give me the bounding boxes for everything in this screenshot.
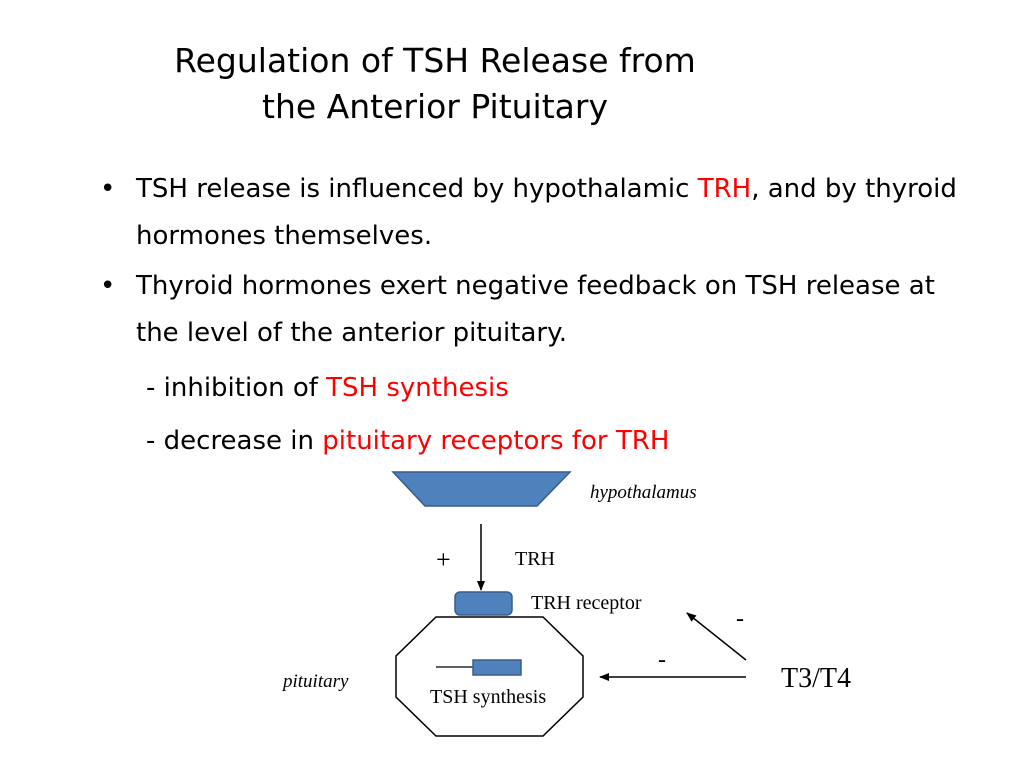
- sub-item-highlight-tsh-synthesis: TSH synthesis: [326, 373, 509, 403]
- bullet-highlight-trh: TRH: [697, 174, 752, 204]
- bullet-marker: •: [100, 174, 116, 204]
- bullet-item-trh-influence: • TSH release is influenced by hypothala…: [100, 166, 960, 260]
- minus-sign-upper: -: [736, 606, 744, 632]
- t3t4-label: T3/T4: [781, 663, 851, 694]
- hypothalamus-label: hypothalamus: [590, 482, 697, 503]
- slide-title: Regulation of TSH Release from the Anter…: [90, 38, 780, 130]
- tsh-synthesis-shape: [472, 659, 522, 676]
- sub-item-highlight-receptors: pituitary receptors for TRH: [322, 426, 670, 456]
- bullet-text-end: , and by thyroid hormones themselves.: [136, 174, 957, 251]
- minus-sign-lower: -: [658, 647, 666, 673]
- bullet-item-negative-feedback: • Thyroid hormones exert negative feedba…: [100, 263, 960, 357]
- sub-item-decrease: - decrease in pituitary receptors for TR…: [100, 421, 960, 461]
- feedback-arrow-to-receptor: [686, 612, 747, 661]
- hypothalamus-shape: [391, 471, 572, 507]
- trh-receptor-label: TRH receptor: [531, 592, 642, 614]
- sub-item-prefix: - inhibition of: [146, 373, 327, 403]
- bullet-list: • TSH release is influenced by hypothala…: [100, 166, 960, 461]
- tsh-synthesis-label: TSH synthesis: [430, 686, 546, 708]
- title-line-1: Regulation of TSH Release from: [174, 41, 696, 80]
- sub-item-inhibition: - inhibition of TSH synthesis: [100, 368, 960, 408]
- sub-item-prefix: - decrease in: [146, 426, 323, 456]
- pituitary-label: pituitary: [281, 671, 349, 692]
- bullet-marker: •: [100, 271, 116, 301]
- trh-label: TRH: [515, 548, 555, 570]
- trh-receptor-shape: [454, 591, 513, 616]
- title-line-2: the Anterior Pituitary: [262, 87, 608, 126]
- bullet-text: Thyroid hormones exert negative feedback…: [136, 271, 935, 348]
- plus-sign: +: [436, 545, 451, 574]
- bullet-text-start: TSH release is influenced by hypothalami…: [136, 174, 698, 204]
- pituitary-shape: [395, 616, 584, 737]
